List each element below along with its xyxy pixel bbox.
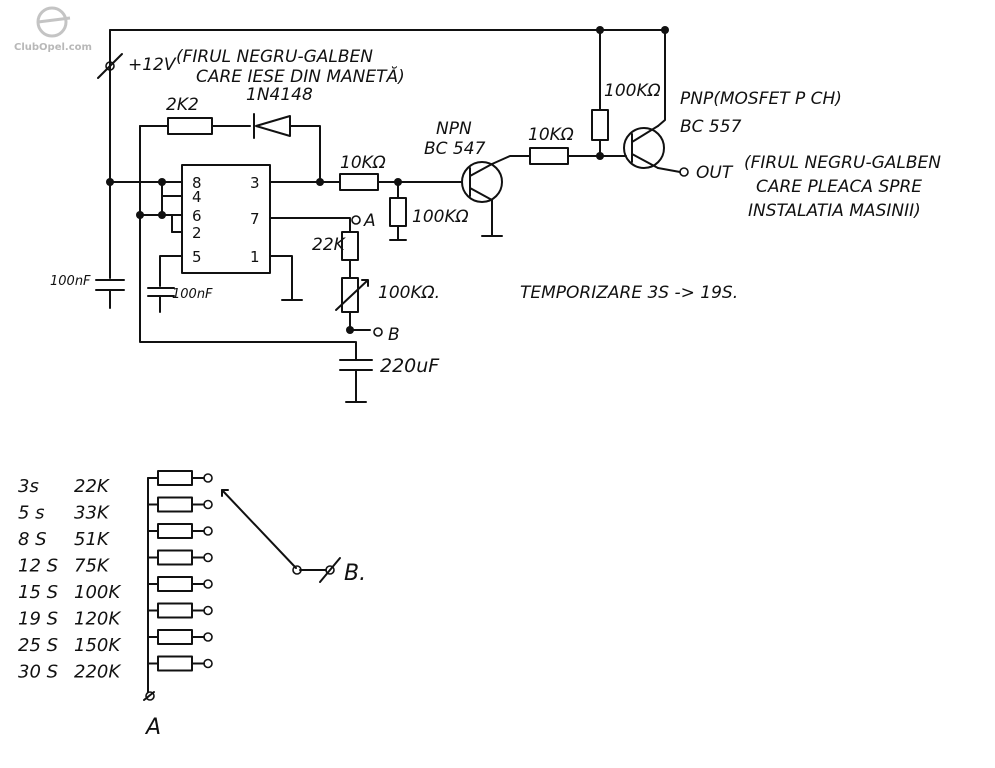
- pin-1: 1: [250, 248, 260, 266]
- pnp-label-2: BC 557: [680, 117, 742, 137]
- table-resistance: 120K: [74, 609, 121, 630]
- timing-table: 3s 22K 5 s 33K 8 S 51K 12 S 75K 15 S 100K 19 S 120K…: [18, 476, 121, 683]
- pot-label: 100KΩ.: [378, 283, 440, 303]
- table-resistance: 100K: [74, 582, 121, 603]
- out-note-1: (FIRUL NEGRU-GALBEN: [744, 153, 941, 173]
- pin-3: 3: [250, 174, 260, 192]
- out-note-2: CARE PLEACA SPRE: [756, 177, 922, 197]
- selector-resistor: [147, 523, 213, 539]
- r-fb-label: 2K2: [166, 95, 199, 115]
- table-row: 25 S 150K: [18, 635, 121, 656]
- table-time: 5 s: [18, 503, 45, 524]
- npn-transistor: [461, 161, 503, 203]
- junction-dots: [106, 26, 669, 334]
- table-time: 15 S: [18, 582, 58, 603]
- table-time: 8 S: [18, 529, 47, 550]
- table-row: 8 S 51K: [18, 529, 110, 550]
- out-label: OUT: [696, 163, 734, 183]
- selector-resistor: [147, 549, 213, 566]
- cap-ic-label: 100nF: [172, 287, 213, 302]
- table-time: 3s: [18, 476, 39, 497]
- cap-left-label: 100nF: [50, 274, 91, 289]
- selector-resistor: [147, 576, 213, 592]
- selector-resistor: [147, 655, 213, 672]
- table-row: 12 S 75K: [18, 556, 110, 577]
- table-time: 19 S: [18, 609, 58, 630]
- table-row: 15 S 100K: [18, 582, 121, 603]
- npn-label-1: NPN: [436, 119, 472, 139]
- r-pnp-base-label: 100KΩ: [604, 81, 661, 101]
- table-time: 12 S: [18, 556, 58, 577]
- wiring: [95, 29, 689, 403]
- pin-7: 7: [250, 210, 260, 228]
- point-a-label: A: [363, 211, 376, 231]
- table-resistance: 51K: [74, 529, 110, 550]
- r-base-label: 10KΩ: [340, 153, 386, 173]
- table-resistance: 75K: [74, 556, 110, 577]
- watermark-text: ClubOpel.com: [14, 42, 92, 53]
- selector-resistor: [147, 496, 213, 513]
- table-time: 25 S: [18, 635, 58, 656]
- pnp-transistor: [623, 127, 665, 169]
- pin-4: 4: [192, 188, 202, 206]
- pin-8: 8: [192, 174, 202, 192]
- watermark-logo: ClubOpel.com: [14, 6, 92, 53]
- selector-rows: [147, 470, 213, 672]
- pin-6: 6: [192, 207, 202, 225]
- table-row: 19 S 120K: [18, 609, 121, 630]
- pin-2: 2: [192, 224, 202, 242]
- supply-note-2: CARE IESE DIN MANETĂ): [196, 65, 405, 87]
- r-npn-col-label: 10KΩ: [528, 125, 574, 145]
- selector-a-label: A: [144, 715, 161, 740]
- table-row: 30 S 220K: [18, 662, 121, 683]
- table-resistance: 22K: [74, 476, 110, 497]
- table-row: 3s 22K: [18, 476, 110, 497]
- timing-label: TEMPORIZARE 3S -> 19S.: [520, 283, 738, 303]
- selector-resistor: [147, 602, 213, 619]
- table-time: 30 S: [18, 662, 58, 683]
- npn-label-2: BC 547: [424, 139, 486, 159]
- r-22k-label: 22K: [312, 235, 347, 255]
- pin-5: 5: [192, 248, 202, 266]
- supply-note-1: (FIRUL NEGRU-GALBEN: [176, 47, 373, 67]
- table-resistance: 33K: [74, 503, 110, 524]
- selector-b-label: B.: [344, 561, 366, 586]
- point-b-label: B: [388, 325, 400, 345]
- pnp-label-1: PNP(MOSFET P CH): [680, 89, 842, 109]
- out-note-3: INSTALATIA MASINII): [748, 201, 921, 221]
- diode-label: 1N4148: [246, 85, 313, 105]
- table-resistance: 150K: [74, 635, 121, 656]
- r-pull-label: 100KΩ: [412, 207, 469, 227]
- selector-resistor: [147, 470, 213, 486]
- selector-resistor: [147, 629, 213, 645]
- table-resistance: 220K: [74, 662, 121, 683]
- table-row: 5 s 33K: [18, 503, 110, 524]
- supply-label: +12V: [128, 55, 177, 75]
- cap-big-label: 220uF: [380, 355, 440, 377]
